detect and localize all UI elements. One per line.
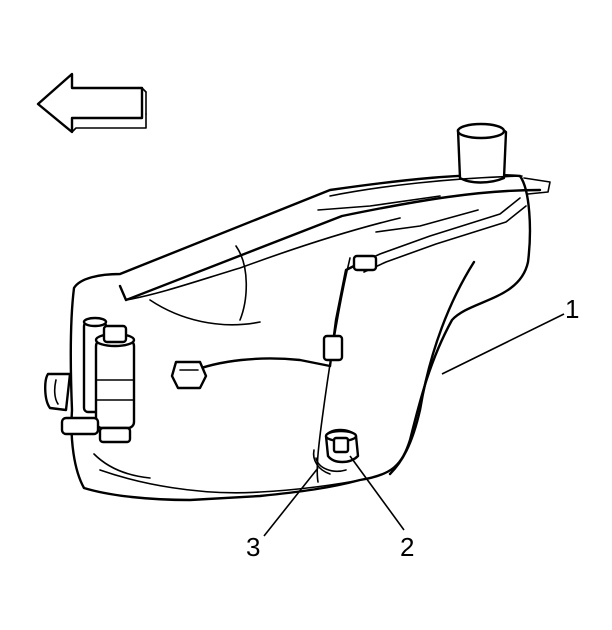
callout-2: 2: [400, 532, 414, 562]
callout-3: 3: [246, 532, 260, 562]
leader-line-2: [349, 455, 405, 531]
sensor-grommet: [312, 449, 347, 475]
leader-line-3: [263, 467, 319, 537]
callout-1: 1: [565, 294, 579, 324]
left-arrow-icon: [36, 72, 147, 134]
washer-reservoir-tank: [44, 122, 551, 502]
leader-line-1: [441, 313, 565, 375]
wiring-harness: [170, 197, 527, 390]
fluid-level-sensor: [324, 428, 360, 464]
washer-pump-assembly: [60, 316, 136, 444]
